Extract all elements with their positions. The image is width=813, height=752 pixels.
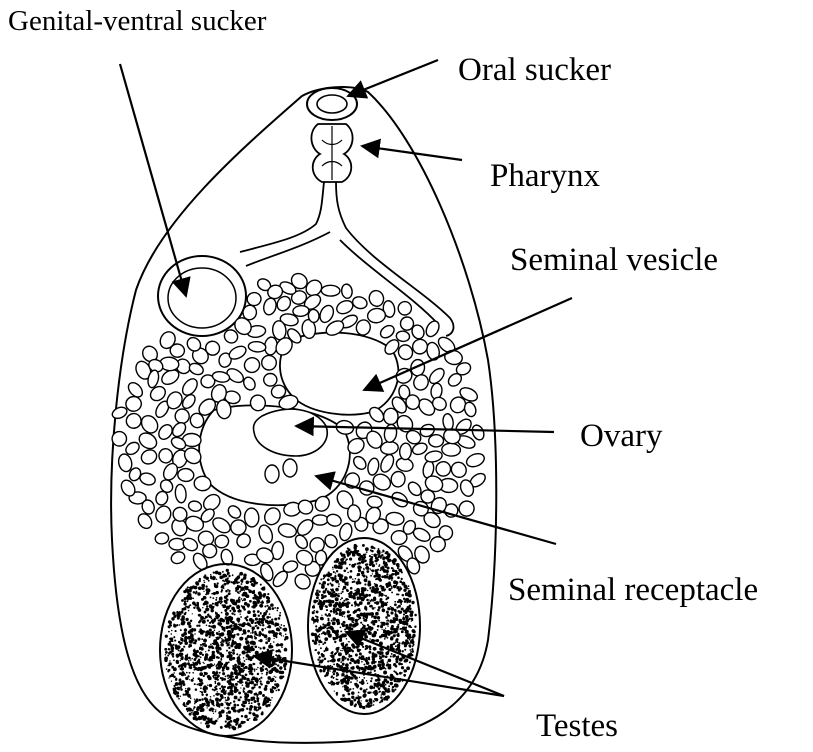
vitelline-follicle [181,536,200,553]
vitelline-follicle [158,448,174,464]
label-ovary: Ovary [580,418,663,454]
vitelline-follicle [335,298,355,316]
vitelline-follicle [136,511,155,531]
vitelline-follicle [292,305,309,317]
vitelline-follicle [112,431,127,446]
label-seminal-receptacle: Seminal receptacle [508,572,758,608]
label-testes: Testes [536,708,618,744]
vitelline-follicle [325,512,343,528]
vitelline-follicle [125,396,141,412]
vitelline-follicle [366,457,380,476]
vitelline-follicle [154,532,169,545]
vitelline-follicle [399,443,411,460]
vitelline-follicle [427,366,447,386]
vitelline-follicle [136,430,159,452]
vitelline-follicle [429,435,444,447]
vitelline-follicle [441,443,460,457]
vitelline-follicle [312,515,328,526]
vitelline-follicle [308,309,320,323]
testis-left [160,564,292,736]
vitelline-follicle [194,476,212,492]
vitelline-follicle [231,520,246,535]
label-oral-sucker: Oral sucker [458,52,611,88]
vitelline-follicle [378,453,396,475]
vitelline-follicle [355,319,372,337]
label-seminal-vesicle: Seminal vesicle [510,242,718,278]
vitelline-follicle [246,292,261,307]
receptacle-cell [265,465,279,483]
vitelline-follicle [323,532,340,550]
vitelline-follicle [226,503,243,520]
vitelline-follicle [242,355,262,374]
vitelline-follicle [264,373,277,386]
vitelline-follicle [174,484,186,503]
vitelline-follicle [397,301,412,316]
vitelline-follicle [424,450,443,464]
vitelline-follicle [139,447,159,466]
vitelline-follicle [338,522,354,542]
label-pharynx: Pharynx [490,158,600,194]
vitelline-follicle [367,289,385,308]
vitelline-follicle [257,523,275,545]
vitelline-follicle [169,550,186,566]
vitelline-follicle [177,468,194,482]
oral-sucker [307,88,357,120]
vitelline-follicle [351,295,368,310]
vitelline-follicle [383,424,398,444]
vitelline-follicle [378,323,396,340]
vitelline-follicle [391,530,408,545]
vitelline-follicle [180,392,198,410]
vitelline-follicle [390,471,406,488]
vitelline-follicle [248,341,266,353]
vitelline-follicle [111,405,129,420]
vitelline-follicle [277,522,298,539]
vitelline-follicle [341,283,353,299]
vitelline-follicle [262,505,283,527]
vitelline-follicle [321,285,340,296]
vitelline-follicle [154,504,174,525]
vitelline-follicle [259,352,280,373]
vitelline-follicle [259,562,276,582]
vitelline-follicle [293,533,310,551]
receptacle-cell [283,459,297,477]
vitelline-follicle [351,454,368,472]
vitelline-follicle [424,319,442,339]
arrow-oral-sucker [348,60,438,96]
vitelline-follicle [188,500,203,512]
pharynx [311,124,352,182]
vitelline-follicle [366,495,382,509]
vitelline-follicle [465,451,487,469]
vitelline-follicle [170,343,185,357]
arrow-genital-ventral-sucker [120,64,186,296]
vitelline-follicle [262,297,278,316]
label-genital-ventral-sucker: Genital-ventral sucker [8,5,267,37]
vitelline-follicle [396,330,410,342]
vitelline-follicle [244,508,259,528]
vitelline-follicle [400,317,414,331]
genital-ventral-sucker [158,256,246,336]
vitelline-follicle [347,504,362,522]
vitelline-follicle [126,380,145,400]
vitelline-follicle [367,307,386,323]
vitelline-follicle [210,515,233,536]
vitelline-follicle [442,413,454,431]
